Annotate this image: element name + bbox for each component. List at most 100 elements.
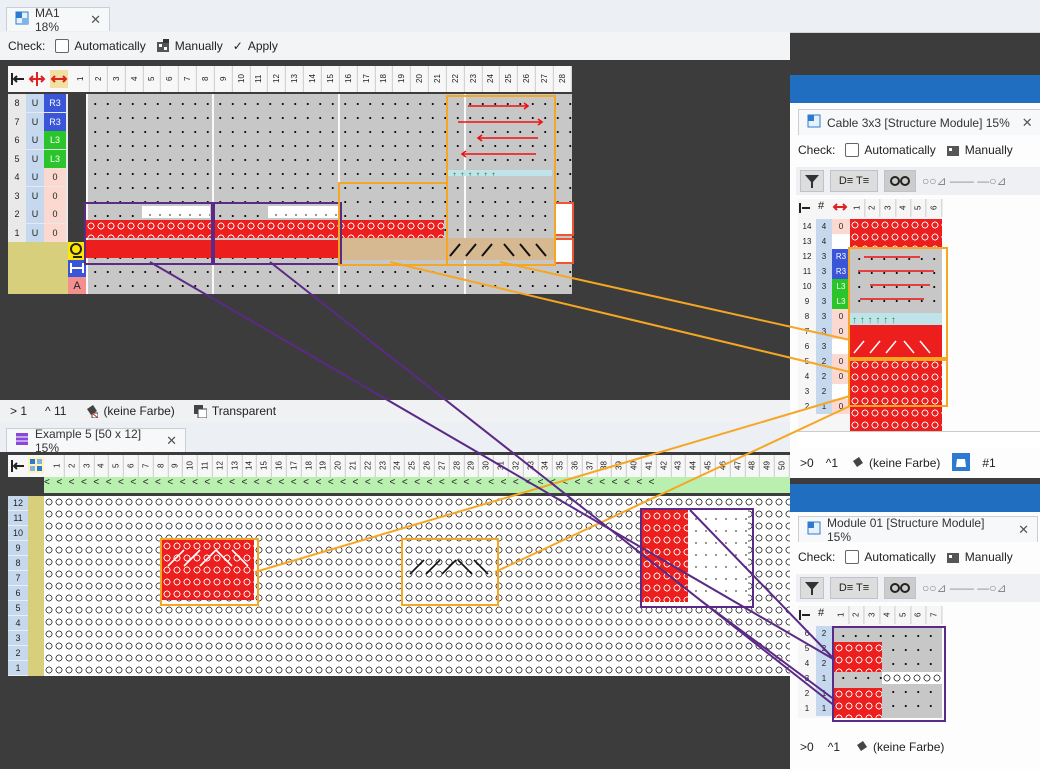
faded-tools-icon[interactable]: ○○⊿ —— —○⊿ [922, 174, 1007, 188]
row-header[interactable]: 830 [798, 309, 850, 324]
edge-cell-upper[interactable] [554, 202, 574, 236]
column-number[interactable]: 12 [213, 455, 228, 477]
column-number[interactable]: 26 [420, 455, 435, 477]
column-number[interactable]: 3 [80, 455, 95, 477]
close-icon[interactable]: ✕ [1018, 522, 1029, 538]
column-number[interactable]: 13 [228, 455, 243, 477]
row-header[interactable]: 123R3 [798, 249, 850, 264]
row-header[interactable]: 93L3 [798, 294, 850, 309]
column-number[interactable]: 13 [286, 66, 304, 92]
column-number[interactable]: 28 [450, 455, 465, 477]
manual-check-button[interactable]: Manually [156, 39, 223, 54]
row-header[interactable]: 134 [798, 234, 850, 249]
column-number[interactable]: 35 [553, 455, 568, 477]
tab-example5[interactable]: Example 5 [50 x 12] 15% ✕ [6, 428, 186, 452]
column-number[interactable]: 33 [524, 455, 539, 477]
column-number[interactable]: 18 [302, 455, 317, 477]
column-number[interactable]: 2 [849, 606, 864, 624]
column-number[interactable]: 3 [108, 66, 126, 92]
row-number[interactable]: 6 [8, 586, 28, 601]
first-column-icon[interactable] [10, 458, 26, 477]
column-number[interactable]: 11 [250, 66, 268, 92]
column-number[interactable]: 5 [896, 606, 911, 624]
column-number[interactable]: 14 [304, 66, 322, 92]
row-header[interactable]: 730 [798, 324, 850, 339]
column-number[interactable]: 27 [536, 66, 554, 92]
column-number[interactable]: 20 [411, 66, 429, 92]
orange-selection-4[interactable] [401, 538, 499, 606]
column-number[interactable]: 9 [215, 66, 233, 92]
first-column-icon[interactable] [798, 201, 812, 218]
row-header[interactable]: 5UL3 [8, 150, 68, 169]
transparent-toggle[interactable]: Transparent [193, 404, 276, 419]
column-number[interactable]: 4 [94, 455, 109, 477]
column-number[interactable]: 5 [109, 455, 124, 477]
column-number[interactable]: 1 [850, 199, 865, 217]
auto-check-option[interactable]: Automatically [55, 39, 145, 53]
row-header[interactable]: 420 [798, 369, 850, 384]
column-number[interactable]: 24 [390, 455, 405, 477]
column-number[interactable]: 20 [331, 455, 346, 477]
tab-cable[interactable]: Cable 3x3 [Structure Module] 15% ✕ [798, 109, 1040, 135]
apply-button[interactable]: ✓ Apply [233, 39, 278, 53]
de-te-tool-icon[interactable]: D≡ T≡ [830, 577, 878, 599]
row-header[interactable]: 7UR3 [8, 113, 68, 132]
column-number[interactable]: 50 [775, 455, 790, 477]
auto-check-option[interactable]: Automatically [845, 143, 935, 157]
cable-scrollbar[interactable] [798, 431, 1040, 448]
column-number[interactable]: 37 [583, 455, 598, 477]
edge-cell-lower[interactable] [554, 238, 574, 264]
column-number[interactable]: 39 [612, 455, 627, 477]
tab-ma1[interactable]: MA1 18% ✕ [6, 7, 110, 31]
auto-checkbox[interactable] [845, 550, 859, 564]
column-number[interactable]: 15 [322, 66, 340, 92]
row-header[interactable]: 103L3 [798, 279, 850, 294]
column-number[interactable]: 16 [340, 66, 358, 92]
column-number[interactable]: 25 [405, 455, 420, 477]
module-purple-selection[interactable] [832, 626, 946, 722]
row-number[interactable]: 1 [8, 661, 28, 676]
column-number[interactable]: 12 [268, 66, 286, 92]
row-number[interactable]: 4 [8, 616, 28, 631]
column-number[interactable]: 14 [242, 455, 257, 477]
column-number[interactable]: 5 [911, 199, 926, 217]
de-te-tool-icon[interactable]: D≡ T≡ [830, 170, 878, 192]
purple-selection-1[interactable] [84, 202, 215, 265]
column-number[interactable]: 43 [671, 455, 686, 477]
rings-tool-icon[interactable] [884, 170, 916, 192]
purple-selection-3[interactable] [640, 508, 754, 608]
column-number[interactable]: 32 [509, 455, 524, 477]
column-number[interactable]: 21 [429, 66, 447, 92]
manual-check-button[interactable]: Manually [946, 550, 1013, 565]
filter-tool-icon[interactable] [800, 170, 824, 192]
column-number[interactable]: 7 [139, 455, 154, 477]
orange-selection-2[interactable] [446, 95, 556, 266]
first-column-icon[interactable] [10, 71, 26, 90]
row-header[interactable]: 8UR3 [8, 94, 68, 113]
column-number[interactable]: 2 [65, 455, 80, 477]
column-number[interactable]: 7 [927, 606, 942, 624]
row-header[interactable]: 32 [798, 384, 850, 399]
orange-selection-1[interactable] [338, 182, 448, 266]
column-number[interactable]: 36 [568, 455, 583, 477]
column-number[interactable]: 23 [465, 66, 483, 92]
row-header[interactable]: 1440 [798, 219, 850, 234]
column-number[interactable]: 1 [72, 66, 90, 92]
column-number[interactable]: 28 [554, 66, 572, 92]
close-icon[interactable]: ✕ [90, 12, 101, 28]
column-number[interactable]: 6 [124, 455, 139, 477]
row-header[interactable]: 520 [798, 354, 850, 369]
rings-tool-icon[interactable] [884, 577, 916, 599]
column-number[interactable]: 21 [346, 455, 361, 477]
column-number[interactable]: 8 [154, 455, 169, 477]
column-number[interactable]: 15 [257, 455, 272, 477]
glove-icon[interactable] [952, 453, 970, 474]
color-selector[interactable]: (keine Farbe) [854, 740, 944, 755]
cable-window-titlebar[interactable] [790, 75, 1040, 103]
mirror-arrows-icon[interactable] [28, 70, 46, 91]
column-number[interactable]: 38 [597, 455, 612, 477]
palette-icon[interactable] [28, 457, 44, 476]
row-header[interactable]: 11 [798, 701, 834, 716]
row-header[interactable]: 6UL3 [8, 131, 68, 150]
column-number[interactable]: 4 [126, 66, 144, 92]
